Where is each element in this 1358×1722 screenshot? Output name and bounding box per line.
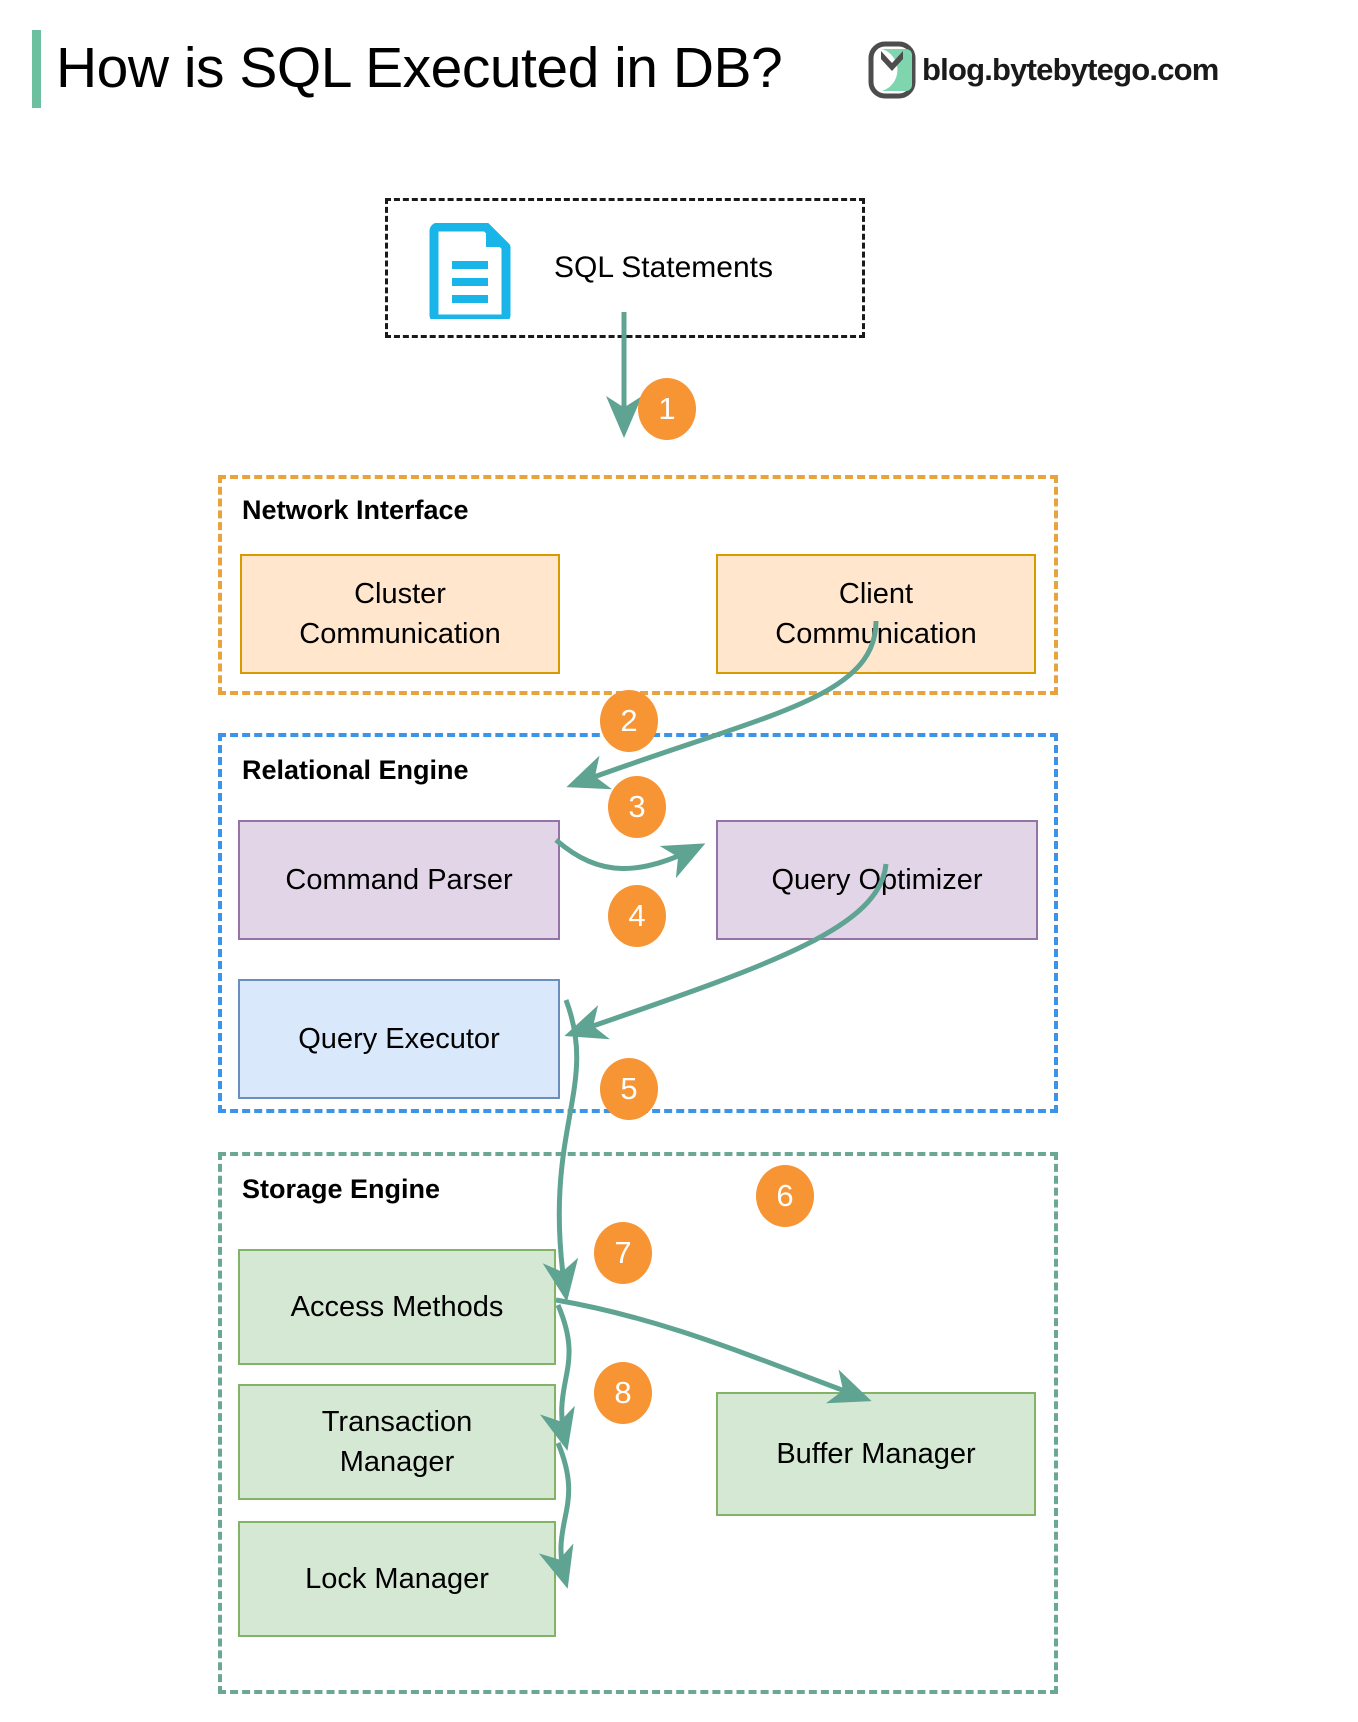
node-label-line2: Communication (775, 618, 977, 650)
node-query-optimizer[interactable]: Query Optimizer (716, 820, 1038, 940)
sql-statements-label: SQL Statements (554, 251, 773, 284)
group-title-relational-engine: Relational Engine (242, 755, 469, 785)
node-command-parser[interactable]: Command Parser (238, 820, 560, 940)
node-access-methods[interactable]: Access Methods (238, 1249, 556, 1365)
step-badge-4: 4 (608, 885, 666, 947)
step-badge-5: 5 (600, 1058, 658, 1120)
step-badge-3: 3 (608, 776, 666, 838)
header: How is SQL Executed in DB? blog.bytebyte… (0, 0, 1358, 140)
node-buffer-manager[interactable]: Buffer Manager (716, 1392, 1036, 1516)
step-badge-2: 2 (600, 690, 658, 752)
group-title-network-interface: Network Interface (242, 495, 469, 525)
node-label-line2: Manager (339, 1446, 455, 1478)
sql-statements-box: SQL Statements (385, 198, 865, 338)
node-label-line1: Cluster (354, 578, 446, 610)
step-badge-1: 1 (638, 378, 696, 440)
page-title: How is SQL Executed in DB? (56, 36, 783, 100)
document-icon (429, 223, 511, 319)
step-badge-6: 6 (756, 1165, 814, 1227)
group-storage-engine: Storage Engine (218, 1152, 1058, 1694)
node-lock-manager[interactable]: Lock Manager (238, 1521, 556, 1637)
node-label-line1: Client (838, 578, 914, 610)
bytebytego-logo-icon (868, 41, 916, 99)
node-label-line1: Transaction (321, 1406, 473, 1438)
node-transaction-manager[interactable]: Transaction Manager (238, 1384, 556, 1500)
group-title-storage-engine: Storage Engine (242, 1174, 441, 1204)
node-query-executor[interactable]: Query Executor (238, 979, 560, 1099)
node-label-line2: Communication (299, 618, 501, 650)
step-badge-7: 7 (594, 1222, 652, 1284)
brand: blog.bytebytego.com (868, 40, 1219, 100)
brand-text: blog.bytebytego.com (922, 52, 1219, 87)
title-accent-bar (32, 30, 41, 108)
node-cluster-communication[interactable]: Cluster Communication (240, 554, 560, 674)
step-badge-8: 8 (594, 1362, 652, 1424)
node-client-communication[interactable]: Client Communication (716, 554, 1036, 674)
